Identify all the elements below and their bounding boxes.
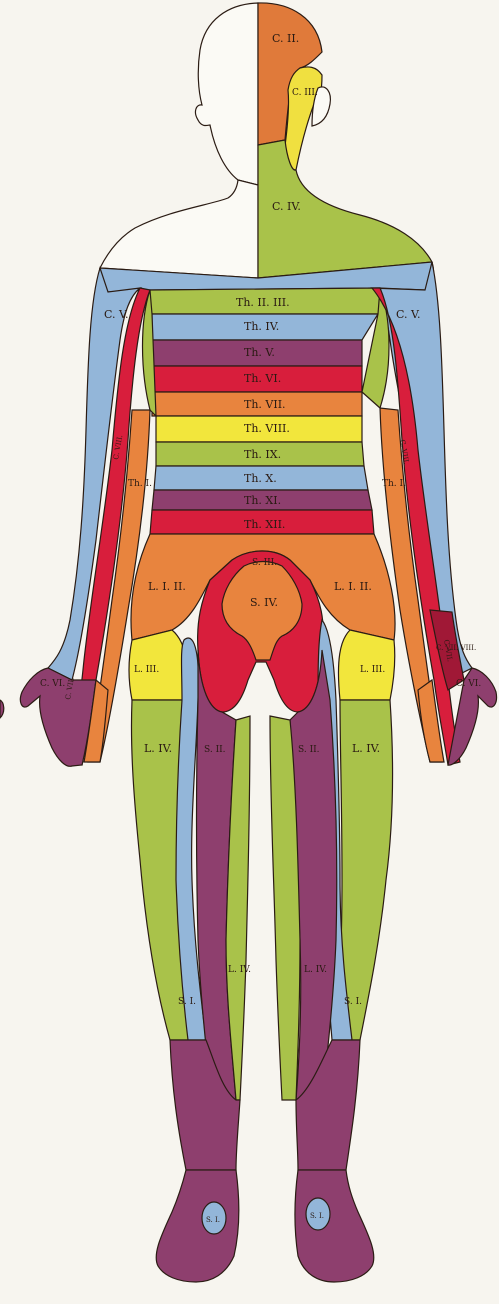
neck-shoulders: [100, 140, 432, 278]
label-l12-right: L. I. II.: [334, 580, 372, 593]
label-c6-left: C. VI.: [40, 679, 65, 689]
label-c7c8-right: C. VII. VIII.: [436, 644, 476, 652]
label-s1-left: S. I.: [178, 997, 196, 1007]
head-left-half: [195, 3, 258, 185]
label-th8: Th. VIII.: [244, 422, 290, 435]
label-l4-right: L. IV.: [352, 742, 380, 755]
legs: [131, 620, 392, 1170]
label-th7: Th. VII.: [244, 398, 286, 411]
label-th1-right: Th. I.: [382, 479, 406, 489]
feet: [156, 1170, 374, 1282]
left-neck-shoulder: [100, 180, 258, 278]
label-c5-right: C. V.: [396, 308, 421, 321]
label-s1-right: S. I.: [344, 997, 362, 1007]
left-foot: [156, 1170, 239, 1282]
label-c3: C. III.: [292, 88, 318, 98]
label-th10: Th. X.: [244, 472, 277, 485]
label-c4: C. IV.: [272, 200, 301, 213]
label-th23: Th. II. III.: [236, 296, 290, 309]
label-s2-left: S. II.: [204, 745, 226, 755]
label-l12-left: L. I. II.: [148, 580, 186, 593]
right-foot: [295, 1170, 374, 1282]
label-th4: Th. IV.: [244, 320, 279, 333]
label-th1-left: Th. I.: [128, 479, 152, 489]
label-th5: Th. V.: [244, 346, 275, 359]
label-s2-right: S. II.: [298, 745, 320, 755]
label-c5-left: C. V.: [104, 308, 129, 321]
label-th9: Th. IX.: [244, 448, 281, 461]
label-th12: Th. XII.: [244, 518, 285, 531]
label-l4-left: L. IV.: [144, 742, 172, 755]
label-c2: C. II.: [272, 32, 299, 45]
label-l3-right: L. III.: [360, 665, 385, 675]
label-th6: Th. VI.: [244, 372, 281, 385]
label-l3-left: L. III.: [134, 665, 159, 675]
label-l4-inner-left: L. IV.: [228, 965, 251, 975]
label-s1-foot-left: S. I.: [206, 1216, 220, 1224]
label-l4-inner-right: L. IV.: [304, 965, 327, 975]
label-s3: S. III.: [252, 558, 277, 568]
far-left-fingertip: [0, 700, 4, 718]
label-th11: Th. XI.: [244, 494, 281, 507]
label-s1-foot-right: S. I.: [310, 1212, 324, 1220]
label-c6-right: C. VI.: [456, 679, 481, 689]
label-s4: S. IV.: [250, 596, 278, 609]
